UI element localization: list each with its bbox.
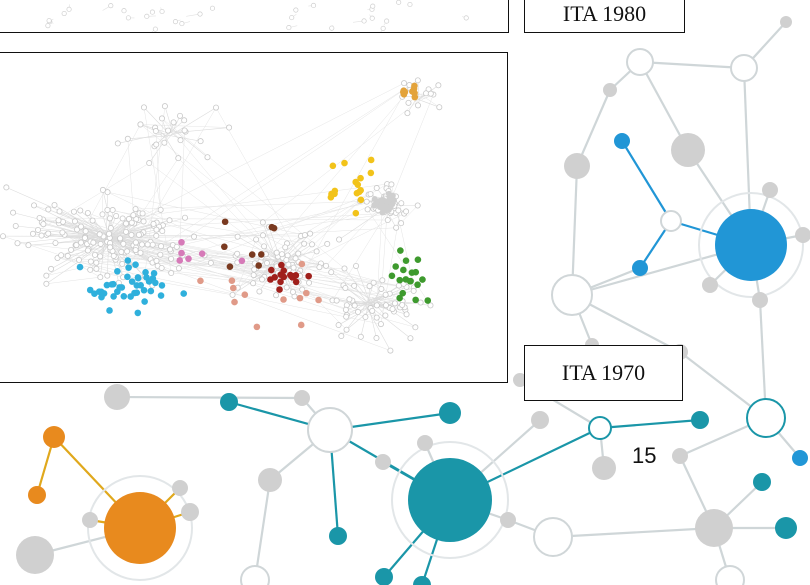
background-network-node [780,16,792,28]
network-panel-1970 [0,52,508,383]
background-network-node [746,398,786,438]
background-network-node [294,390,310,406]
background-network-node [702,277,718,293]
background-network-node [592,456,616,480]
background-network-node [307,407,353,453]
network-graph-1980-fragment [45,0,469,32]
background-network-edge [552,526,715,539]
background-network-edge [116,395,303,400]
background-network-node [614,133,630,149]
background-network-edge [621,140,672,222]
background-network-node [413,576,431,585]
background-network-node [715,209,787,281]
background-network-node [417,435,433,451]
background-network-node [792,450,808,466]
background-network-node [691,411,709,429]
background-network-node [632,260,648,276]
background-network-node [730,54,758,82]
background-network-node [16,536,54,574]
background-network-node [533,517,573,557]
background-network-edge [253,479,272,581]
background-network-node [626,48,654,76]
background-network-node [671,133,705,167]
background-network-node [753,473,771,491]
background-network-node [104,492,176,564]
background-network-node [564,153,590,179]
background-network-node [28,486,46,504]
background-network-node [375,454,391,470]
background-network-node [439,402,461,424]
background-network-node [500,512,516,528]
background-network-node [551,274,593,316]
network-graph-1970 [0,77,443,354]
background-network-node [258,468,282,492]
background-network-node [172,480,188,496]
background-network-node [660,210,682,232]
background-network-node [695,509,733,547]
background-network-node [513,373,527,387]
background-node-halo [87,475,193,581]
background-network-node [82,512,98,528]
background-network-node [375,568,393,585]
background-network-edge [570,165,579,296]
background-network-node [329,527,347,545]
background-network-node [408,458,492,542]
background-network-node [762,182,778,198]
background-network-node [603,83,617,97]
label-ita-1980-text: ITA 1980 [562,1,647,26]
page-number: 15 [632,443,657,468]
background-network-node [531,411,549,429]
label-ita-1970: ITA 1970 [524,345,683,401]
background-network-node [240,565,270,585]
background-network-node [181,503,199,521]
network-nodes [0,77,443,354]
background-network-edge [639,60,745,70]
background-network-node [220,393,238,411]
background-network-node [588,416,612,440]
background-network-node [672,448,688,464]
background-network-edge [575,89,612,167]
network-panel-1980 [0,0,509,33]
background-network-node [43,426,65,448]
background-network-node [775,517,797,539]
label-ita-1980: ITA 1980 [524,0,685,33]
background-node-halo [698,192,804,298]
background-network-node [752,292,768,308]
background-network-edge [599,418,701,430]
background-network-node [715,565,745,585]
background-network-node [795,227,810,243]
background-node-halo [391,441,509,559]
label-ita-1970-text: ITA 1970 [561,360,646,385]
background-network-node [104,384,130,410]
